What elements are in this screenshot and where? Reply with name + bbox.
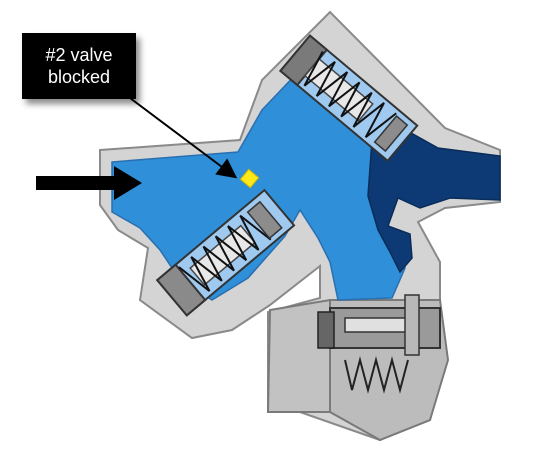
inlet-flow-arrow-icon — [36, 166, 142, 200]
check-valve-2 — [155, 188, 296, 317]
outlet-water-chamber — [367, 127, 501, 274]
check-valve-1 — [279, 34, 419, 163]
valve-blocked-callout: #2 valve blocked — [22, 33, 136, 99]
valve-1-spring — [303, 51, 397, 138]
callout-line-1: #2 valve — [45, 45, 113, 65]
callout-leader-arrow-icon — [129, 97, 238, 179]
valve-2-spring — [178, 214, 272, 292]
blocked-valve-marker — [239, 168, 260, 189]
callout-line-2: blocked — [47, 67, 111, 87]
relief-valve-assembly — [317, 294, 441, 394]
